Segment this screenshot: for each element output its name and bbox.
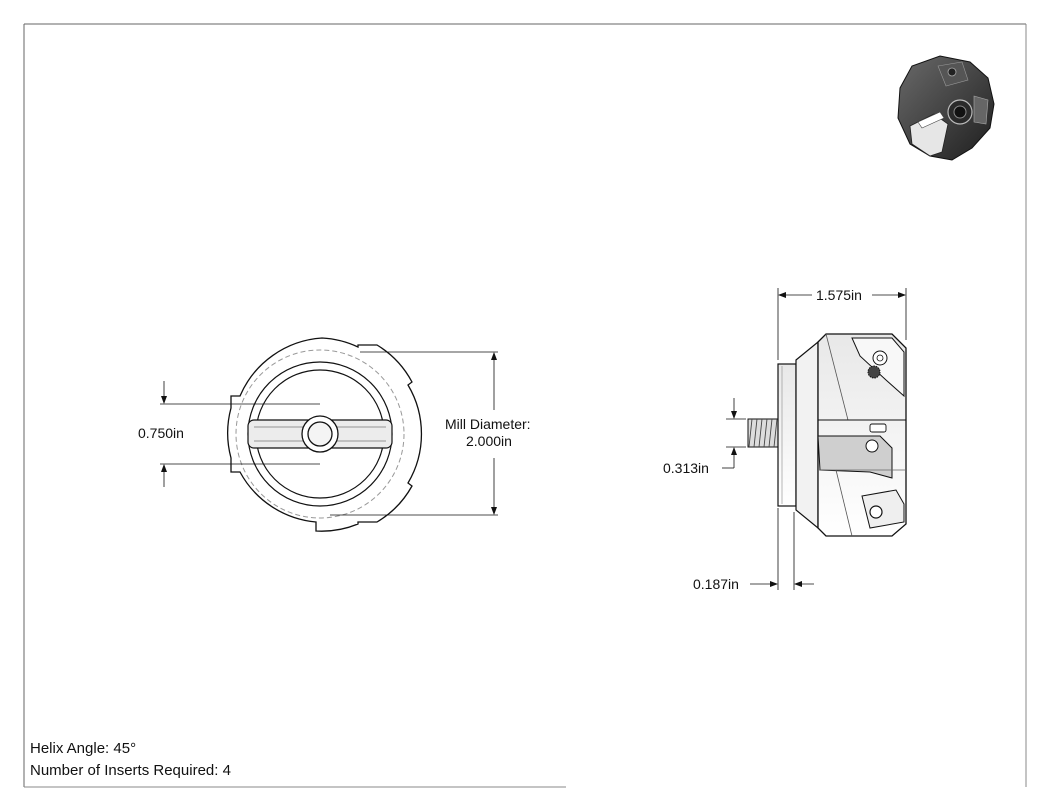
insert-pocket-top <box>851 337 905 398</box>
flange <box>777 363 797 507</box>
insert-path-circle <box>235 349 405 519</box>
bore-dimension-label: 0.750in <box>138 425 184 441</box>
mill-diameter-dimension: Mill Diameter: 2.000in <box>330 351 531 516</box>
insert-screw-mid <box>865 439 879 453</box>
thread-dimension: 0.313in <box>663 398 746 476</box>
coolant-knurl <box>867 365 881 379</box>
length-dimension: 1.575in <box>777 287 907 360</box>
length-dimension-label: 1.575in <box>816 287 862 303</box>
flange-dimension-label: 0.187in <box>693 576 739 592</box>
side-view <box>747 333 907 537</box>
insert-screw-top <box>872 350 888 366</box>
sheet-border <box>23 23 1027 788</box>
bore-inner <box>307 421 333 447</box>
inserts-required-note: Number of Inserts Required: 4 <box>30 762 231 779</box>
bore-dimension: 0.750in <box>138 381 320 487</box>
front-view <box>227 337 423 532</box>
helix-angle-note: Helix Angle: 45° <box>30 740 137 757</box>
mill-diameter-label: Mill Diameter: <box>445 416 531 432</box>
thread-dimension-label: 0.313in <box>663 460 709 476</box>
cutter-neck <box>795 340 819 530</box>
mill-diameter-value: 2.000in <box>466 433 512 449</box>
flange-dimension: 0.187in <box>693 508 814 592</box>
isometric-thumbnail <box>897 55 995 161</box>
insert-pocket-bottom <box>861 489 905 529</box>
insert-screw-bottom <box>869 505 883 519</box>
